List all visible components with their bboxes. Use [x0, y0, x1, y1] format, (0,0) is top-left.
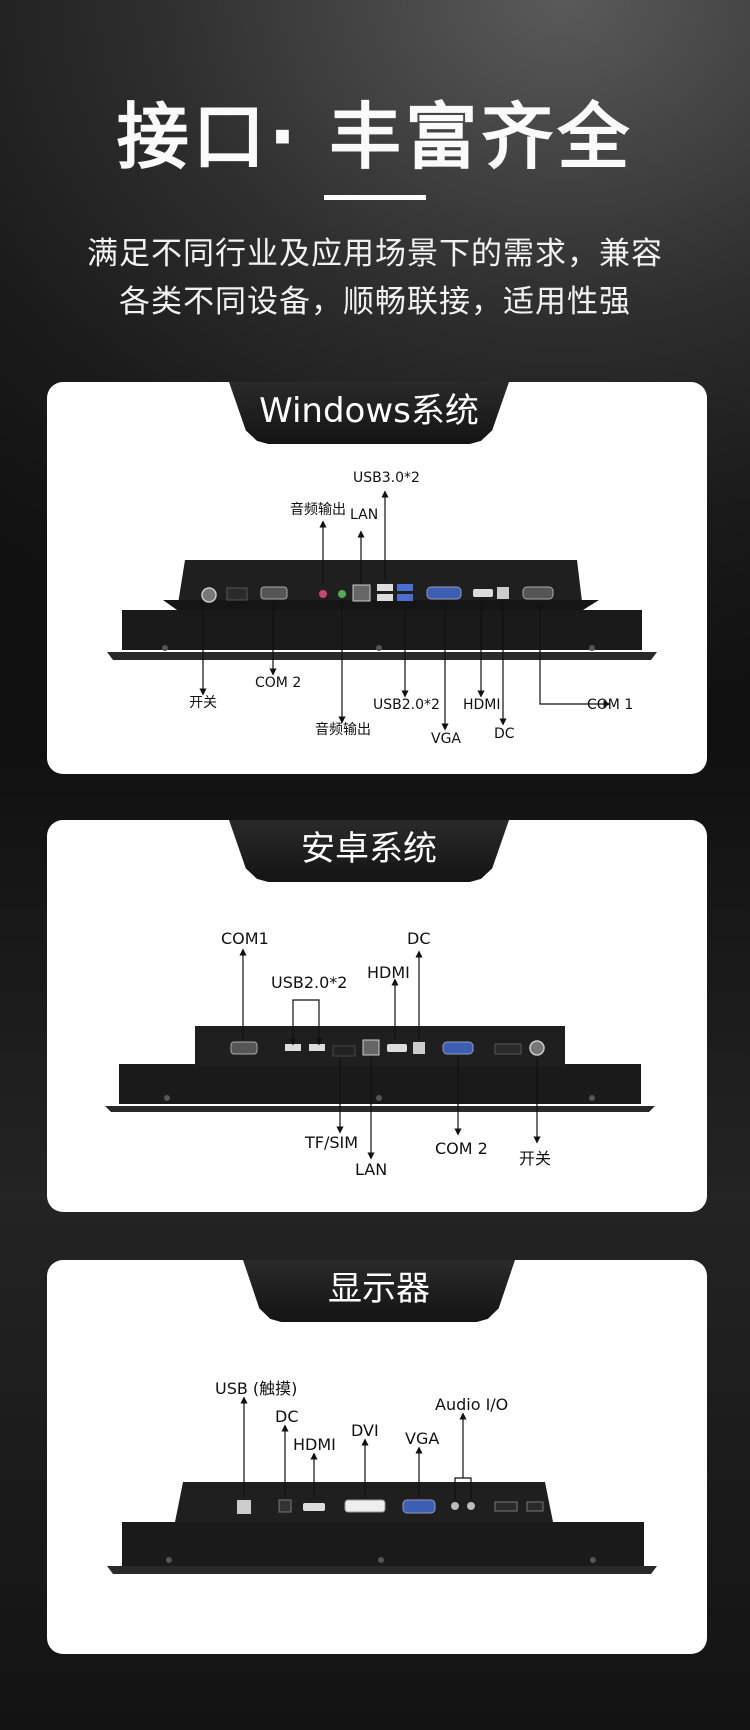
monitor-port-diagram: USB (触摸) DC HDMI DVI VGA Audio I/O	[107, 1379, 657, 1574]
label-com1: COM1	[221, 929, 269, 948]
label-vga: VGA	[405, 1429, 439, 1448]
label-power: 开关	[189, 695, 217, 711]
label-hdmi: HDMI	[463, 697, 501, 713]
label-audio-io: Audio I/O	[435, 1395, 508, 1414]
label-hdmi: HDMI	[367, 963, 410, 982]
label-com2: COM 2	[435, 1139, 488, 1158]
windows-port-diagram: USB3.0*2 音频输出 LAN 开关 COM 2 音频输出 USB2.0*2…	[107, 470, 657, 747]
label-lan: LAN	[355, 1160, 387, 1179]
panel-android: 安卓系统	[47, 820, 707, 1212]
label-usb-touch: USB (触摸)	[215, 1379, 297, 1398]
label-com2: COM 2	[255, 675, 301, 691]
label-dc: DC	[494, 726, 515, 742]
label-usb20: USB2.0*2	[271, 973, 347, 992]
label-com1: COM 1	[587, 697, 633, 713]
label-usb30: USB3.0*2	[353, 470, 420, 486]
label-audio-bottom: 音频输出	[315, 721, 371, 738]
page-title: 接口· 丰富齐全	[116, 95, 634, 179]
label-usb20: USB2.0*2	[373, 697, 440, 713]
label-dvi: DVI	[351, 1421, 379, 1440]
label-power: 开关	[519, 1149, 551, 1168]
windows-device	[107, 560, 657, 660]
title-divider	[324, 195, 426, 200]
monitor-device	[107, 1482, 657, 1574]
label-hdmi: HDMI	[293, 1435, 336, 1454]
label-dc: DC	[275, 1407, 299, 1426]
page-subtitle: 满足不同行业及应用场景下的需求，兼容 各类不同设备，顺畅联接，适用性强	[0, 230, 750, 326]
android-port-diagram: COM1 USB2.0*2 HDMI DC TF/SIM LAN COM 2 开…	[105, 929, 655, 1179]
label-vga: VGA	[431, 731, 461, 747]
panel-android-tab: 安卓系统	[229, 820, 509, 882]
label-audio-top: 音频输出	[290, 501, 346, 518]
android-device	[105, 1026, 655, 1112]
subtitle-line-1: 满足不同行业及应用场景下的需求，兼容	[87, 236, 663, 272]
panel-monitor: 显示器	[47, 1260, 707, 1654]
panel-windows-tab: Windows系统	[229, 382, 509, 444]
subtitle-line-2: 各类不同设备，顺畅联接，适用性强	[119, 284, 631, 320]
label-dc: DC	[407, 929, 431, 948]
label-lan: LAN	[350, 507, 378, 523]
panel-windows: Windows系统	[47, 382, 707, 774]
panel-monitor-tab: 显示器	[243, 1260, 515, 1322]
label-tfsim: TF/SIM	[304, 1133, 358, 1152]
